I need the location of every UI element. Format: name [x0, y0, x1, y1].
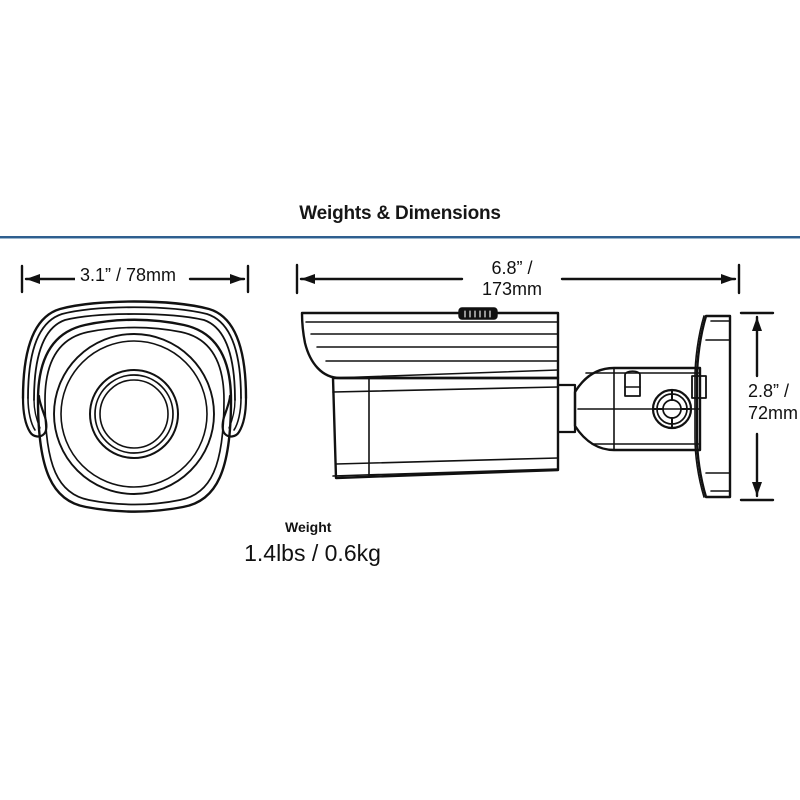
bullet-camera-front-view — [21, 300, 248, 513]
page-title: Weights & Dimensions — [299, 203, 501, 224]
header-divider — [0, 236, 800, 238]
dimension-length-line-1: 6.8” / — [491, 258, 533, 278]
dimension-label-side-length: 6.8” / 173mm — [464, 258, 560, 300]
dimension-front-width — [20, 264, 250, 294]
section-header: Weights & Dimensions — [0, 203, 800, 225]
weight-value: 1.4lbs / 0.6kg — [244, 540, 381, 566]
header-divider-shadow — [0, 238, 800, 239]
dimension-label-side-height: 2.8” / 72mm — [748, 380, 800, 424]
weight-legend-label: Weight — [278, 519, 339, 535]
bracket-adjustment-screw — [651, 388, 693, 430]
dimension-label-front-width: 3.1” / 78mm — [75, 265, 182, 286]
dimension-height-line-2: 72mm — [748, 403, 799, 423]
top-adjustment-knob — [458, 307, 498, 320]
dimension-side-height — [739, 311, 775, 502]
dimension-height-line-1: 2.8” / — [748, 381, 790, 401]
dimension-length-line-2: 173mm — [481, 279, 543, 299]
dimension-side-length — [295, 263, 741, 295]
bullet-camera-side-view — [300, 307, 732, 499]
weight-box — [224, 529, 401, 577]
